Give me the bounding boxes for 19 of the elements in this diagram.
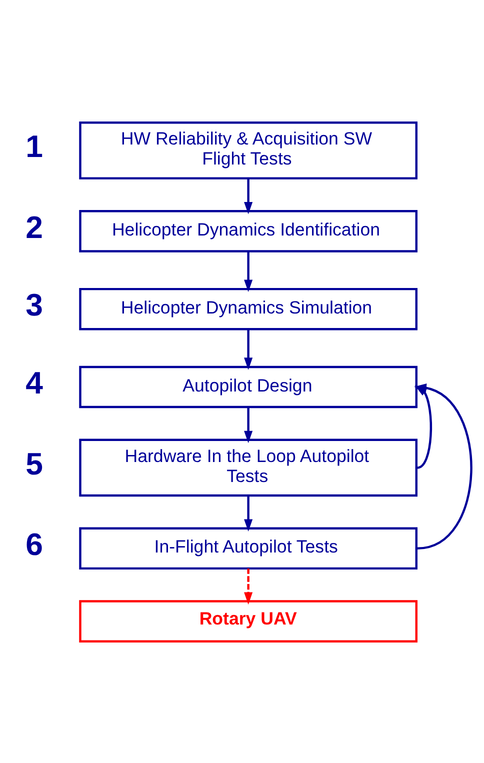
arrow bbox=[244, 250, 252, 292]
node-box: Helicopter Dynamics Identification bbox=[78, 210, 417, 252]
arrow bbox=[244, 178, 252, 214]
node-box: Rotary UAV bbox=[78, 600, 417, 642]
node-label: 2 bbox=[25, 209, 43, 244]
node-label: 1 bbox=[25, 128, 43, 164]
node-box: HW Reliability & Acquisition SW Flight Tests bbox=[78, 121, 417, 179]
node-box: Helicopter Dynamics Simulation bbox=[78, 287, 417, 330]
arrow bbox=[244, 495, 252, 532]
node-label: 3 bbox=[25, 287, 43, 322]
arrow bbox=[244, 406, 252, 443]
arrow bbox=[244, 328, 252, 370]
node-label: 6 bbox=[25, 526, 43, 562]
node-label: 5 bbox=[25, 446, 43, 481]
node-box: Autopilot Design bbox=[78, 365, 417, 408]
node-box: In-Flight Autopilot Tests bbox=[78, 526, 417, 570]
arrow bbox=[244, 568, 252, 604]
node-label: 4 bbox=[25, 365, 43, 400]
node-box: Hardware In the Loop Autopilot Tests bbox=[78, 438, 417, 496]
